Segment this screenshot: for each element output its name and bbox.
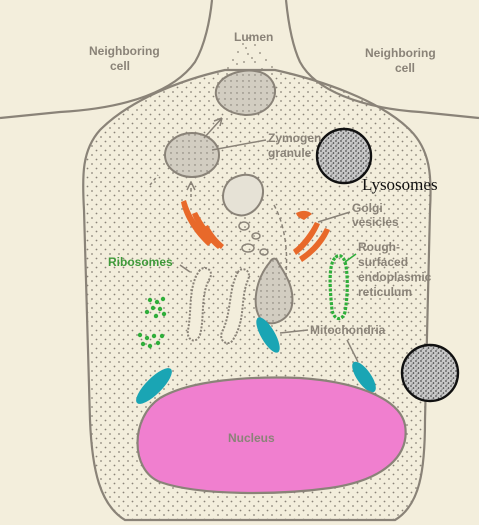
nucleus xyxy=(136,376,407,495)
er-tube-2 xyxy=(220,268,250,345)
label-neighboring-left-2: cell xyxy=(110,59,130,73)
label-rough-2: surfaced xyxy=(358,255,408,269)
golgi-left xyxy=(181,200,224,249)
ribosomes-leader xyxy=(179,264,191,273)
label-nucleus: Nucleus xyxy=(228,431,275,445)
ribosomes xyxy=(137,296,167,349)
left-cell-boundary xyxy=(0,0,214,120)
mitochondria-leader xyxy=(279,329,309,334)
label-golgi-1: Golgi xyxy=(352,201,383,215)
mitochondrion-left xyxy=(136,368,172,404)
golgi-leader xyxy=(317,211,351,223)
rough-er-leader xyxy=(344,253,357,263)
small-vesicles xyxy=(238,221,269,256)
rough-er xyxy=(328,254,349,321)
label-rough-3: endoplasmic xyxy=(358,270,432,284)
er-tube-1 xyxy=(186,267,212,342)
mitochondria-leader-right xyxy=(346,339,359,363)
label-neighboring-right-1: Neighboring xyxy=(365,46,436,60)
secretion-arrows xyxy=(149,117,288,291)
label-golgi-2: vesicles xyxy=(352,215,399,229)
mitochondrion-center xyxy=(256,317,280,353)
label-zymogen-2: granule xyxy=(268,146,312,160)
zymogen-leader xyxy=(211,139,267,151)
secreting-granule xyxy=(214,69,277,117)
condensing-vacuole xyxy=(222,173,265,217)
mitochondrion-right xyxy=(352,361,376,393)
er-tube-3 xyxy=(254,257,294,325)
right-cell-boundary xyxy=(284,0,479,120)
zymogen-granule xyxy=(164,132,220,178)
label-lysosomes: Lysosomes xyxy=(362,175,438,194)
golgi-right xyxy=(293,210,330,262)
label-ribosomes: Ribosomes xyxy=(108,255,173,269)
label-lumen: Lumen xyxy=(234,30,273,44)
label-neighboring-left-1: Neighboring xyxy=(89,44,160,58)
label-rough-4: reticulum xyxy=(358,285,412,299)
label-mitochondria: Mitochondria xyxy=(310,323,386,337)
lysosome-bottom xyxy=(400,343,460,403)
lysosome-top xyxy=(315,127,373,185)
label-rough-1: Rough- xyxy=(358,240,400,254)
label-zymogen-1: Zymogen xyxy=(268,131,321,145)
label-neighboring-right-2: cell xyxy=(395,61,415,75)
